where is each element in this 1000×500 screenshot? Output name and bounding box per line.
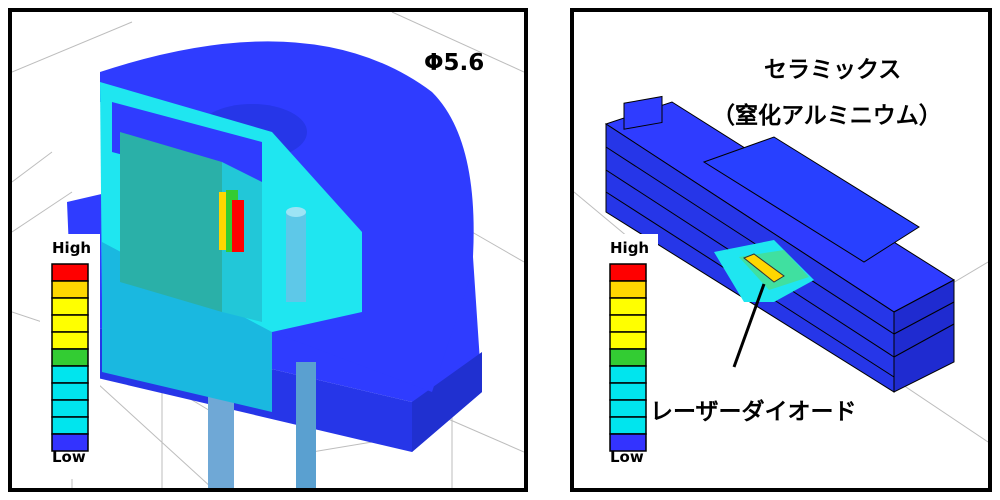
post-top [286, 207, 306, 217]
legend-low-label: Low [52, 448, 86, 466]
legend-swatch [609, 314, 647, 333]
chip-warm [219, 192, 227, 250]
laser-diode-chip [743, 253, 785, 283]
legend-swatch [609, 280, 647, 299]
legend-swatch [51, 433, 89, 452]
ceramic-submount-model [574, 95, 988, 479]
legend-high-label: High [52, 239, 92, 257]
legend-swatch [609, 263, 647, 282]
legend-swatch [609, 433, 647, 452]
to-can-thermal-model [12, 12, 524, 488]
right-simulation-panel: セラミックス （窒化アルミニウム） レーザーダイオード High Low [570, 8, 992, 492]
callout-line [732, 283, 766, 368]
chip-hot [232, 200, 244, 252]
lead-post [286, 212, 306, 302]
legend-swatch [51, 348, 89, 367]
legend-swatch [609, 297, 647, 316]
legend-swatch [51, 416, 89, 435]
legend-swatch [51, 365, 89, 384]
legend-high-label: High [610, 239, 650, 257]
legend-swatch [51, 263, 89, 282]
legend-swatch [51, 314, 89, 333]
legend-swatch [609, 382, 647, 401]
legend-swatch [609, 348, 647, 367]
legend-swatch [51, 382, 89, 401]
material-detail: （窒化アルミニウム） [712, 103, 942, 129]
legend-swatch [609, 416, 647, 435]
legend-swatch [609, 331, 647, 350]
left-simulation-panel: Φ5.6 High Low [8, 8, 528, 492]
base-side [412, 352, 482, 452]
legend-swatch [609, 365, 647, 384]
legend-swatch [51, 331, 89, 350]
legend-low-label: Low [610, 448, 644, 466]
pad-square [623, 95, 663, 130]
legend-swatch [609, 399, 647, 418]
color-scale-legend [40, 234, 100, 479]
heatsink-block [120, 132, 222, 312]
block-right [893, 279, 955, 393]
recess-cavity [702, 136, 920, 263]
laser-diode-callout: レーザーダイオード [650, 399, 857, 425]
color-scale-legend [598, 234, 658, 479]
legend-swatch [51, 280, 89, 299]
lead-pin-2 [296, 362, 316, 488]
legend-swatch [51, 399, 89, 418]
legend-swatch [51, 297, 89, 316]
material-name: セラミックス [764, 57, 902, 83]
size-label: Φ5.6 [424, 50, 485, 76]
